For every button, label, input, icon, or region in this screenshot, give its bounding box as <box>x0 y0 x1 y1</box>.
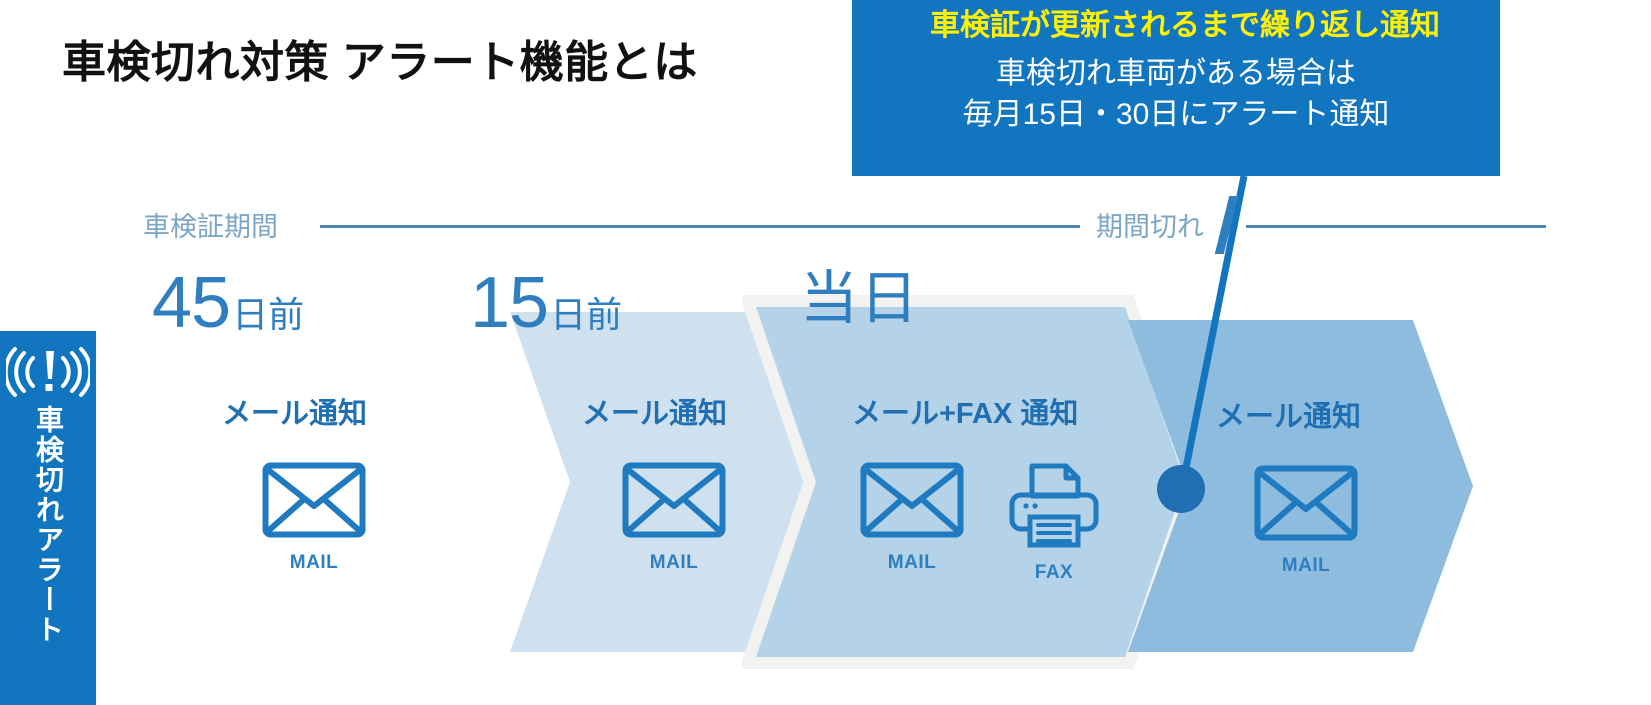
callout-box: 車検証が更新されるまで繰り返し通知 車検切れ車両がある場合は 毎月15日・30日… <box>852 0 1500 176</box>
timeline-label-period: 車検証期間 <box>143 212 278 242</box>
page-title: 車検切れ対策 アラート機能とは <box>62 38 698 87</box>
chevron-shape-4 <box>1128 320 1473 652</box>
timeline-label-expired: 期間切れ <box>1096 212 1204 242</box>
callout-headline: 車検証が更新されるまで繰り返し通知 <box>930 9 1440 42</box>
timeline-divider-slash <box>1214 196 1239 254</box>
stage-chevron-repeat: メール通知 MAIL <box>1128 320 1473 652</box>
stage-chevron-45days: 45日前 メール通知 MAIL <box>134 267 574 652</box>
callout-body-line2: 毎月15日・30日にアラート通知 <box>962 97 1390 131</box>
alert-sidebar-label: 車検切れアラート <box>33 405 64 645</box>
alert-wave-icon <box>6 347 90 397</box>
timeline-rule-left <box>320 225 1080 228</box>
chevron-shape-1 <box>134 312 574 652</box>
alert-sidebar: 車検切れアラート <box>0 331 96 705</box>
callout-body-line1: 車検切れ車両がある場合は <box>996 56 1356 90</box>
chevron-shape-3 <box>742 295 1198 669</box>
timeline-rule-right <box>1246 225 1546 228</box>
